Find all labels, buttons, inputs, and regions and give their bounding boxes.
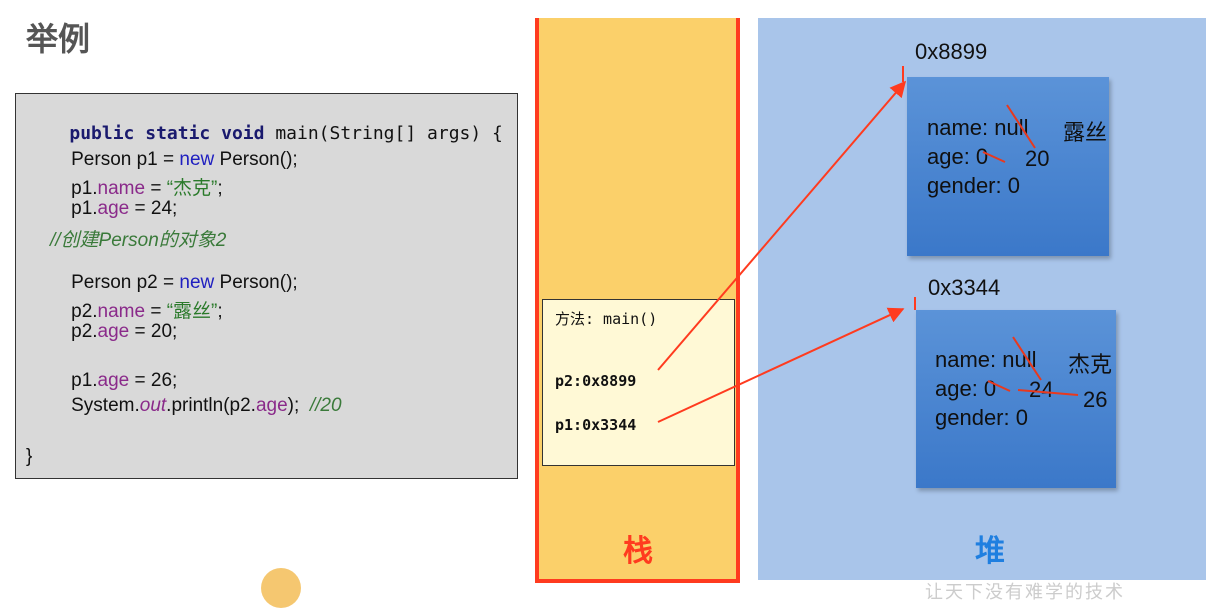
code-line: Person p1 = new Person(); xyxy=(50,127,298,193)
cursor-highlight xyxy=(261,568,301,608)
code-keyword: void xyxy=(221,123,265,144)
stack-frame-main: 方法: main() p2:0x8899 p1:0x3344 xyxy=(542,299,735,466)
code-field: name xyxy=(97,178,146,199)
obj2-name-new: 杰克 xyxy=(1068,352,1113,377)
code-field: name xyxy=(97,301,146,322)
obj2-gender: gender: 0 xyxy=(935,405,1028,430)
obj1-name: name: null xyxy=(927,115,1029,140)
obj2-age-new: 26 xyxy=(1083,387,1108,412)
code-field: age xyxy=(97,198,130,219)
code-keyword: new xyxy=(179,272,215,293)
code-field: out xyxy=(139,395,167,416)
code-text: = 20; xyxy=(129,321,178,342)
code-text: System. xyxy=(71,395,140,416)
code-field: age xyxy=(97,370,130,391)
obj2-age: age: 0 xyxy=(935,376,997,401)
code-text: = 24; xyxy=(129,198,178,219)
code-line-main: public static void main(String[] args) { xyxy=(26,102,503,165)
code-string: “露丝” xyxy=(166,301,218,322)
code-field: age xyxy=(97,321,130,342)
code-line: System.out.println(p2.age); //20 xyxy=(50,373,342,439)
code-line: Person p2 = new Person(); xyxy=(50,250,298,316)
code-line: p2.name = “露丝”; xyxy=(50,274,223,345)
stack-var-p1: p1:0x3344 xyxy=(555,416,637,434)
code-keyword: new xyxy=(179,149,215,170)
obj1-age: age: 0 xyxy=(927,144,989,169)
code-panel: public static void main(String[] args) {… xyxy=(15,93,518,479)
code-text: Person p1 = xyxy=(71,149,180,170)
code-closing-brace: } xyxy=(26,446,33,467)
code-comment: //20 xyxy=(309,395,342,416)
code-line: p1.age = 26; xyxy=(50,348,177,414)
code-field: age xyxy=(255,395,288,416)
code-text: ; xyxy=(217,178,223,199)
code-text: main(String[] args) { xyxy=(275,123,503,144)
code-text: p2. xyxy=(71,301,98,322)
code-comment: //创建Person的对象2 xyxy=(50,230,227,251)
obj1-gender: gender: 0 xyxy=(927,173,1020,198)
code-text: p1. xyxy=(71,178,98,199)
code-text: p1. xyxy=(71,198,98,219)
code-text: = xyxy=(145,178,167,199)
object2-address: 0x3344 xyxy=(928,275,1001,300)
code-text: Person(); xyxy=(214,149,298,170)
object1-address: 0x8899 xyxy=(915,39,988,64)
code-keyword: public xyxy=(69,123,135,144)
page-title: 举例 xyxy=(26,20,91,58)
code-text: = xyxy=(145,301,167,322)
code-text: ; xyxy=(217,301,223,322)
code-text: .println(p2. xyxy=(166,395,256,416)
stack-var-p2: p2:0x8899 xyxy=(555,372,637,390)
obj1-age-new: 20 xyxy=(1025,146,1050,171)
code-text: Person p2 = xyxy=(71,272,180,293)
code-line: p2.age = 20; xyxy=(50,299,177,365)
code-text: p1. xyxy=(71,370,98,391)
heap-label: 堆 xyxy=(975,534,1005,569)
obj2-name: name: null xyxy=(935,347,1037,372)
code-keyword: static xyxy=(145,123,211,144)
code-text: Person(); xyxy=(214,272,298,293)
watermark: 让天下没有难学的技术 xyxy=(925,582,1125,603)
code-line: p1.age = 24; xyxy=(50,176,177,242)
code-line: p1.name = “杰克”; xyxy=(50,151,223,222)
code-text: = 26; xyxy=(129,370,178,391)
code-string: “杰克” xyxy=(166,178,218,199)
stack-label: 栈 xyxy=(623,534,653,569)
frame-title: 方法: main() xyxy=(555,310,658,328)
obj2-age-mid: 24 xyxy=(1029,377,1054,402)
code-text: p2. xyxy=(71,321,98,342)
code-text: ); xyxy=(287,395,310,416)
obj1-name-new: 露丝 xyxy=(1063,120,1108,145)
